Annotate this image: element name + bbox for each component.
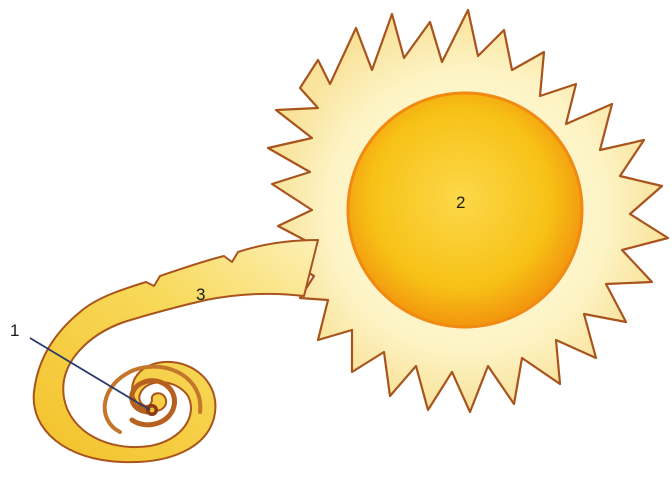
label-3: 3 (196, 285, 205, 304)
label-2: 2 (456, 193, 465, 212)
gas-stream (34, 240, 318, 462)
label-1: 1 (10, 321, 19, 340)
spiral-core-highlight (150, 408, 155, 413)
